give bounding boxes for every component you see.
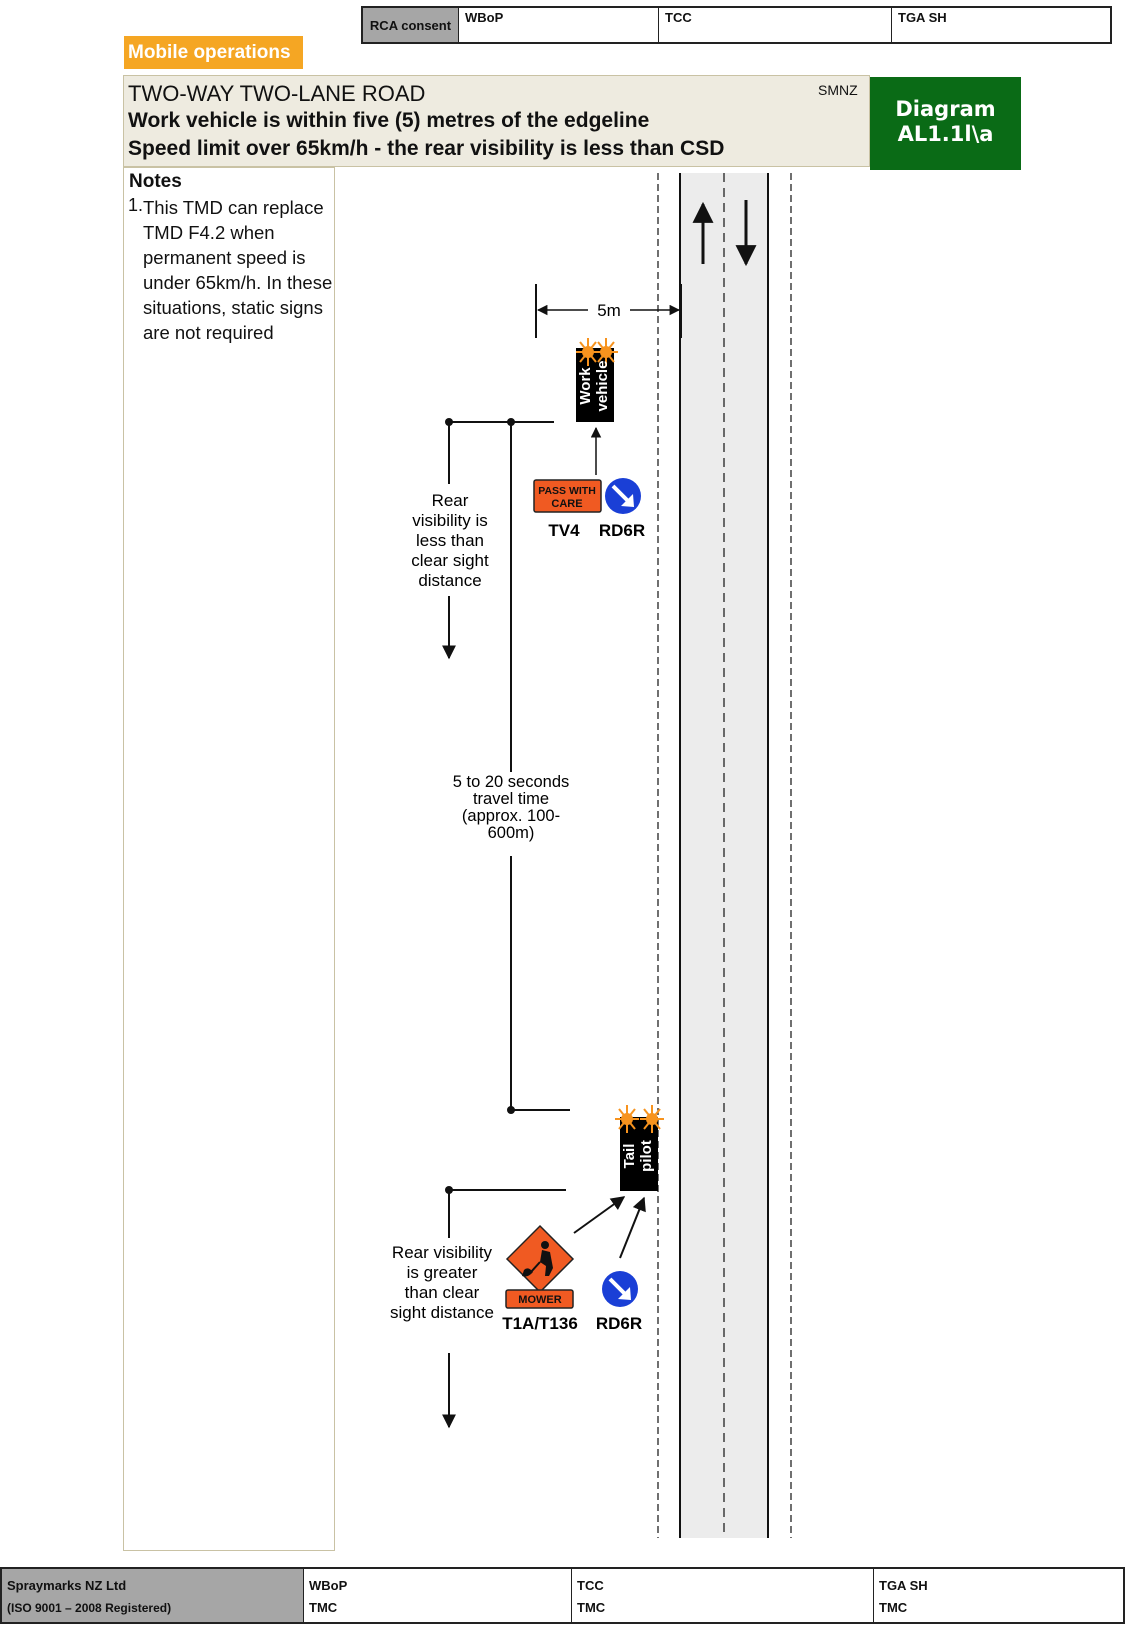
footer-company: Spraymarks NZ Ltd (ISO 9001 – 2008 Regis… xyxy=(2,1569,304,1622)
travel-time-line-2: travel time xyxy=(473,790,549,808)
rear-less-line-4: clear sight xyxy=(411,551,489,570)
diagram-badge-label: Diagram xyxy=(895,97,996,121)
work-vehicle: Work vehicle xyxy=(576,338,618,422)
rear-visibility-less-text: Rear visibility is less than clear sight… xyxy=(411,491,489,590)
tail-pilot-label-1: Tail xyxy=(621,1144,638,1169)
dirt-pile xyxy=(522,1268,533,1277)
rear-visibility-greater-text: Rear visibility is greater than clear si… xyxy=(390,1243,494,1322)
footer-tcc-title: TCC xyxy=(577,1578,604,1593)
travel-time-line-1: 5 to 20 seconds xyxy=(453,773,570,791)
roadworks-sign-icon xyxy=(505,1224,575,1294)
offset-label: 5m xyxy=(597,301,621,320)
travel-time-line-4: 600m) xyxy=(488,824,535,842)
rear-less-line-3: less than xyxy=(416,531,484,550)
footer-wbop: WBoP TMC xyxy=(304,1569,572,1622)
company-registration: (ISO 9001 – 2008 Registered) xyxy=(7,1601,172,1615)
pass-with-care-text-2: CARE xyxy=(551,498,582,510)
footer-tcc-sub: TMC xyxy=(577,1600,606,1615)
travel-time-spacing xyxy=(507,418,570,1114)
sign-code-rd6r-1: RD6R xyxy=(599,521,645,540)
title-line-2: Work vehicle is within five (5) metres o… xyxy=(128,109,650,132)
notes-panel: Notes 1. This TMD can replace TMD F4.2 w… xyxy=(123,167,335,1551)
footer-tga: TGA SH TMC xyxy=(874,1569,1123,1622)
footer-tga-title: TGA SH xyxy=(879,1578,928,1593)
mower-sign: MOWER xyxy=(505,1289,574,1309)
rear-less-line-5: distance xyxy=(418,571,481,590)
footer-wbop-sub: TMC xyxy=(309,1600,338,1615)
work-vehicle-label-2: vehicle xyxy=(594,361,611,412)
rear-greater-line-2: is greater xyxy=(407,1263,478,1282)
consent-tcc: TCC xyxy=(659,8,892,42)
note-number: 1. xyxy=(128,195,144,215)
tail-pilot-label-2: pilot xyxy=(638,1140,655,1172)
shovel-handle xyxy=(530,1261,541,1273)
keep-right-sign-icon xyxy=(602,1271,638,1307)
keep-right-arrow-head xyxy=(618,1287,631,1300)
pass-with-care-sign: PASS WITH CARE xyxy=(533,479,602,513)
footer-wbop-title: WBoP xyxy=(309,1578,348,1593)
diagram-badge-code: AL1.1l\a xyxy=(897,122,994,146)
roadworks-diamond xyxy=(505,1224,575,1294)
org-label: SMNZ xyxy=(818,82,858,98)
mower-panel xyxy=(505,1289,574,1309)
offset-dimension: 5m xyxy=(535,284,682,338)
amber-lamp-icon xyxy=(576,338,600,366)
keep-right-arrow-head xyxy=(621,494,634,507)
rd6r-sign-arrow xyxy=(619,1196,646,1259)
mower-text: MOWER xyxy=(518,1294,561,1306)
rear-visibility-less-bracket xyxy=(442,418,554,660)
consent-wbop: WBoP xyxy=(459,8,659,42)
consent-table: RCA consent WBoP TCC TGA SH xyxy=(361,6,1112,44)
sign-code-rd6r-2: RD6R xyxy=(596,1314,642,1333)
rca-consent-label: RCA consent xyxy=(363,8,459,42)
sign-code-t1a: T1A/T136 xyxy=(502,1314,578,1333)
footer-table: Spraymarks NZ Ltd (ISO 9001 – 2008 Regis… xyxy=(0,1567,1125,1624)
rear-greater-line-3: than clear xyxy=(405,1283,480,1302)
mower-sign-arrow xyxy=(573,1196,626,1234)
title-line-3: Speed limit over 65km/h - the rear visib… xyxy=(128,137,725,160)
tail-pilot-vehicle: Tail pilot xyxy=(615,1105,664,1191)
consent-tga: TGA SH xyxy=(898,10,947,25)
worker-body xyxy=(540,1250,553,1276)
notes-title: Notes xyxy=(129,171,182,192)
amber-lamp-icon xyxy=(615,1105,639,1133)
diagram-badge: Diagram AL1.1l\a xyxy=(870,77,1021,170)
category-label: Mobile operations xyxy=(124,36,303,69)
rear-greater-line-4: sight distance xyxy=(390,1303,494,1322)
rear-less-line-1: Rear xyxy=(432,491,469,510)
worker-head xyxy=(541,1241,549,1249)
title-box: TWO-WAY TWO-LANE ROAD Work vehicle is wi… xyxy=(123,75,870,167)
note-text: This TMD can replace TMD F4.2 when perma… xyxy=(143,197,333,343)
rear-greater-line-1: Rear visibility xyxy=(392,1243,493,1262)
amber-lamp-icon xyxy=(594,338,618,366)
pass-with-care-panel xyxy=(533,479,602,513)
road xyxy=(657,173,792,1538)
keep-right-sign-icon xyxy=(605,478,641,514)
rear-less-line-2: visibility is xyxy=(412,511,488,530)
footer-tga-sub: TMC xyxy=(879,1600,908,1615)
sign-code-tv4: TV4 xyxy=(548,521,580,540)
company-name: Spraymarks NZ Ltd xyxy=(7,1578,127,1593)
work-vehicle-label-1: Work xyxy=(577,367,594,405)
title-line-1: TWO-WAY TWO-LANE ROAD xyxy=(128,81,426,106)
travel-time-line-3: (approx. 100- xyxy=(462,807,560,825)
rear-visibility-greater-bracket xyxy=(442,1186,566,1429)
footer-tcc: TCC TMC xyxy=(572,1569,874,1622)
pass-with-care-text-1: PASS WITH xyxy=(538,485,596,497)
amber-lamp-icon xyxy=(640,1105,664,1133)
travel-time-text: 5 to 20 seconds travel time (approx. 100… xyxy=(453,773,570,842)
